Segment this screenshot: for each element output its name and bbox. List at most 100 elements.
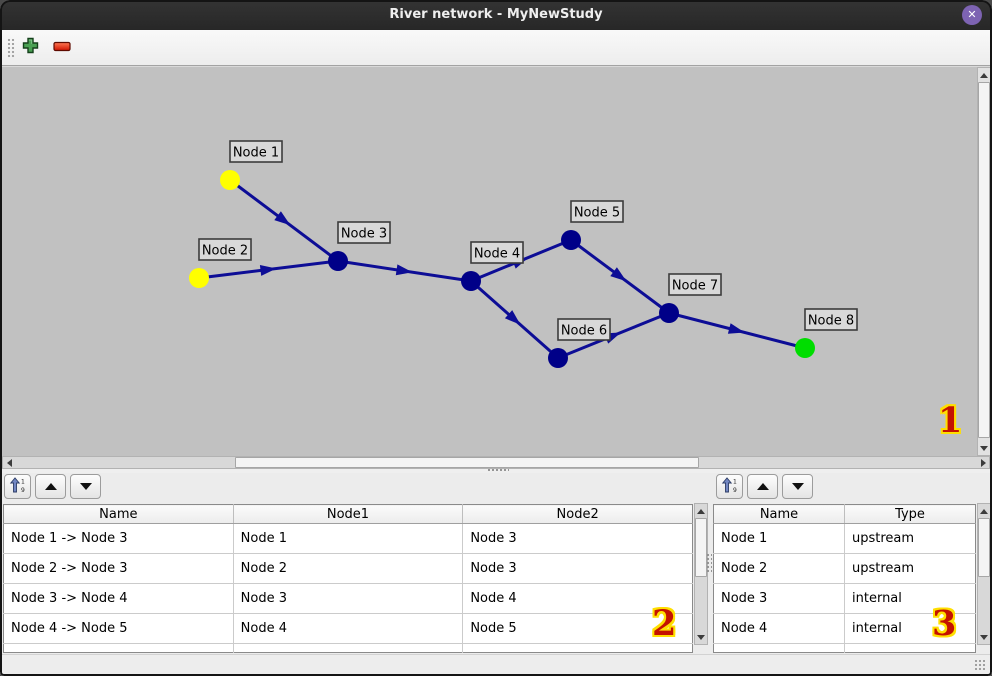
canvas-vscrollbar[interactable]	[977, 67, 991, 456]
scroll-down-button[interactable]	[978, 631, 990, 643]
table-cell[interactable]: Node 2	[713, 553, 845, 584]
column-header-node1[interactable]: Node1	[233, 504, 464, 524]
table-cell[interactable]: Node 3	[462, 523, 693, 554]
node-node-2[interactable]	[189, 268, 209, 288]
node-label-box	[570, 200, 624, 223]
table-cell[interactable]: Node 4 -> Node 5	[3, 613, 234, 644]
table-cell[interactable]: Node 2 -> Node 3	[3, 553, 234, 584]
add-button[interactable]	[19, 36, 41, 58]
table-cell[interactable]: Node 5	[462, 613, 693, 644]
horizontal-splitter-handle[interactable]	[487, 468, 509, 472]
nodes-move-up-button[interactable]	[747, 474, 778, 499]
table-cell[interactable]: Node 1	[713, 523, 845, 554]
scroll-up-button[interactable]	[978, 69, 990, 81]
node-label-box	[229, 140, 283, 163]
close-button[interactable]: ✕	[962, 5, 982, 25]
arrow-left-icon	[6, 459, 12, 467]
resize-grip[interactable]	[974, 659, 986, 671]
node-node-1[interactable]	[220, 170, 240, 190]
table-cell[interactable]: Node 2	[233, 553, 464, 584]
node-node-5[interactable]	[561, 230, 581, 250]
column-header-name[interactable]: Name	[3, 504, 234, 524]
window-title: River network - MyNewStudy	[389, 7, 603, 22]
table-cell[interactable]: Node 1	[233, 523, 464, 554]
node-node-4[interactable]	[461, 271, 481, 291]
minus-icon	[53, 40, 71, 55]
vertical-splitter-handle[interactable]	[706, 553, 712, 573]
scroll-left-button[interactable]	[3, 457, 15, 469]
up-triangle-icon	[756, 483, 769, 490]
scroll-right-button[interactable]	[977, 457, 989, 469]
arrow-down-icon	[980, 634, 988, 640]
table-cell[interactable]: Node 3	[713, 583, 845, 614]
svg-text:9: 9	[733, 487, 737, 493]
node-node-8[interactable]	[795, 338, 815, 358]
table-cell[interactable]: Node 1 -> Node 3	[3, 523, 234, 554]
down-triangle-icon	[79, 483, 92, 490]
reaches-move-up-button[interactable]	[35, 474, 66, 499]
reaches-move-down-button[interactable]	[70, 474, 101, 499]
table-cell[interactable]: Node 3	[233, 583, 464, 614]
scroll-up-button[interactable]	[695, 505, 707, 517]
node-node-7[interactable]	[659, 303, 679, 323]
nodes-move-down-button[interactable]	[782, 474, 813, 499]
nodes-table-vscrollbar[interactable]	[977, 503, 991, 645]
vscroll-thumb[interactable]	[695, 518, 707, 577]
table-cell[interactable]: upstream	[844, 523, 976, 554]
table-cell[interactable]: internal	[844, 613, 976, 644]
status-bar	[2, 654, 990, 675]
up-triangle-icon	[44, 483, 57, 490]
node-node-3[interactable]	[328, 251, 348, 271]
remove-button[interactable]	[51, 36, 73, 58]
hscroll-thumb[interactable]	[235, 457, 699, 468]
edge-arrow-icon	[259, 265, 277, 276]
table-cell[interactable]: upstream	[844, 553, 976, 584]
table-cell[interactable]: Node 3 -> Node 4	[3, 583, 234, 614]
node-node-6[interactable]	[548, 348, 568, 368]
edge-arrow-icon	[610, 267, 627, 282]
toolbar-drag-handle[interactable]	[7, 38, 15, 58]
column-header-node2[interactable]: Node2	[462, 504, 693, 524]
svg-text:9: 9	[21, 487, 25, 493]
titlebar[interactable]: River network - MyNewStudy ✕	[0, 0, 992, 30]
scroll-down-button[interactable]	[978, 442, 990, 454]
arrow-down-icon	[697, 634, 705, 640]
node-label: Node 1	[233, 146, 279, 161]
table-cell[interactable]: internal	[844, 583, 976, 614]
node-label: Node 3	[341, 227, 387, 242]
edge-arrow-icon	[727, 323, 745, 334]
arrow-right-icon	[980, 459, 986, 467]
table-cell[interactable]: Node 4	[233, 613, 464, 644]
vscroll-thumb[interactable]	[978, 82, 990, 438]
node-label-box	[804, 308, 858, 331]
node-label: Node 4	[474, 247, 520, 262]
reaches-table-vscrollbar[interactable]	[694, 503, 708, 645]
table-cell[interactable]: Node 4	[462, 583, 693, 614]
reaches-sort-button[interactable]: 1 9	[4, 474, 31, 499]
down-triangle-icon	[791, 483, 804, 490]
node-label: Node 7	[672, 279, 718, 294]
nodes-sort-button[interactable]: 1 9	[716, 474, 743, 499]
scroll-up-button[interactable]	[978, 505, 990, 517]
vscroll-thumb[interactable]	[978, 518, 990, 577]
scroll-down-button[interactable]	[695, 631, 707, 643]
svg-text:1: 1	[21, 479, 25, 486]
table-cell[interactable]: Node 4	[713, 613, 845, 644]
node-label: Node 8	[808, 314, 854, 329]
table-cell[interactable]: Node 3	[462, 553, 693, 584]
edge-arrow-icon	[395, 264, 413, 276]
column-header-type[interactable]: Type	[844, 504, 976, 524]
column-header-name[interactable]: Name	[713, 504, 845, 524]
